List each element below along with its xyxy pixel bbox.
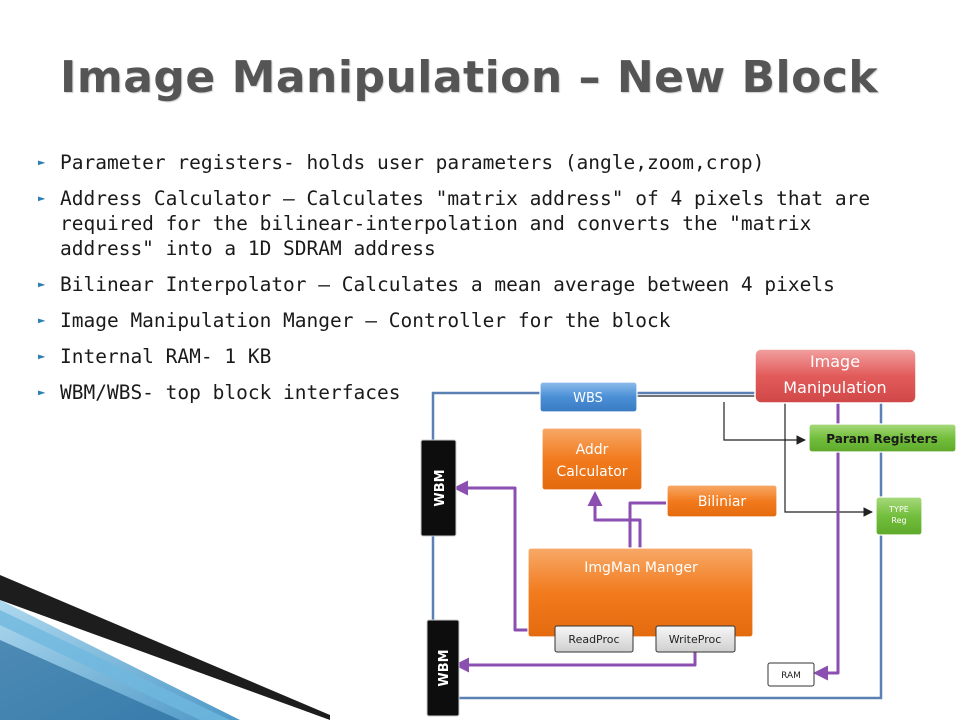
- type-reg-label-line1: TYPE: [888, 505, 909, 514]
- corner-decoration: [0, 575, 330, 720]
- type-reg-label-line2: Reg: [891, 516, 906, 525]
- bullet-arrow-icon: ►: [38, 191, 46, 205]
- bullet-text: Parameter registers- holds user paramete…: [60, 151, 765, 174]
- bullet-text: Image Manipulation Manger – Controller f…: [60, 309, 671, 332]
- addr-calculator-block: Addr Calculator: [541, 427, 643, 491]
- bullet-item: ► WBM/WBS- top block interfaces: [36, 380, 876, 405]
- writeproc-label: WriteProc: [669, 633, 722, 646]
- biliniar-label: Biliniar: [698, 494, 747, 510]
- readproc-label: ReadProc: [568, 633, 619, 646]
- image-manipulation-block: Image Manipulation: [754, 348, 917, 404]
- writeproc-block: WriteProc: [655, 625, 736, 653]
- bullet-item: ► Image Manipulation Manger – Controller …: [36, 308, 876, 333]
- addr-calculator-label-line2: Calculator: [556, 464, 627, 480]
- bullet-arrow-icon: ►: [38, 277, 46, 291]
- bullet-arrow-icon: ►: [38, 155, 46, 169]
- bullet-item: ► Bilinear Interpolator – Calculates a me…: [36, 272, 876, 297]
- bullet-item: ► Parameter registers- holds user paramet…: [36, 150, 876, 175]
- readproc-block: ReadProc: [554, 625, 634, 653]
- biliniar-block: Biliniar: [666, 484, 778, 518]
- bullet-text: Bilinear Interpolator – Calculates a mea…: [60, 273, 835, 296]
- imgman-manger-block: ImgMan Manger: [527, 547, 754, 638]
- wbm-top-label: WBM: [433, 469, 448, 506]
- bullet-arrow-icon: ►: [38, 385, 46, 399]
- wbm-bottom-block: WBM: [426, 619, 460, 717]
- slide-title: Image Manipulation – New Block: [60, 52, 879, 103]
- param-registers-label: Param Registers: [826, 432, 937, 446]
- bullet-item: ► Address Calculator – Calculates "matrix…: [36, 186, 876, 261]
- bullet-arrow-icon: ►: [38, 313, 46, 327]
- ram-block: RAM: [767, 662, 815, 687]
- image-manipulation-label-line1: Image: [810, 352, 860, 371]
- bullet-text: Internal RAM- 1 KB: [60, 345, 272, 368]
- ram-label: RAM: [781, 671, 801, 681]
- param-registers-block: Param Registers: [808, 423, 957, 453]
- bullet-arrow-icon: ►: [38, 349, 46, 363]
- image-manipulation-label-line2: Manipulation: [783, 378, 886, 397]
- wbm-bottom-label: WBM: [437, 649, 452, 686]
- bullet-text: WBM/WBS- top block interfaces: [60, 381, 401, 404]
- bullet-text: Address Calculator – Calculates "matrix …: [60, 187, 871, 260]
- imgman-manger-label: ImgMan Manger: [584, 560, 698, 576]
- bullet-list: ► Parameter registers- holds user paramet…: [36, 150, 876, 416]
- wbs-label: WBS: [573, 391, 603, 406]
- wbm-top-block: WBM: [420, 439, 457, 537]
- addr-calculator-label-line1: Addr: [576, 442, 609, 458]
- type-reg-block: TYPE Reg: [875, 496, 923, 536]
- wbs-block: WBS: [539, 381, 638, 413]
- bullet-item: ► Internal RAM- 1 KB: [36, 344, 876, 369]
